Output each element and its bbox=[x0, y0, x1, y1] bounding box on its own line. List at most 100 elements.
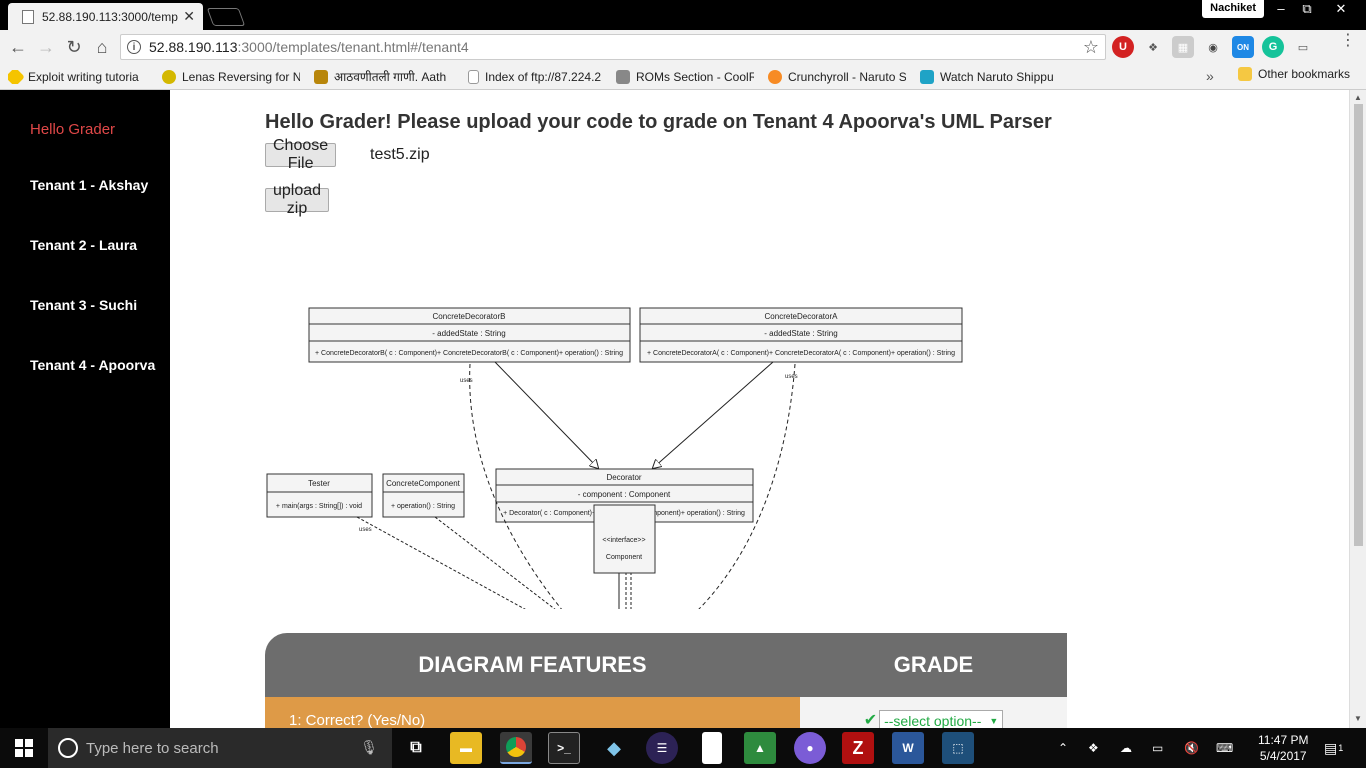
bookmark-favicon bbox=[616, 69, 630, 84]
grade-select[interactable]: --select option-- ▼ bbox=[879, 710, 1004, 728]
location-icon[interactable]: ◉ bbox=[1202, 36, 1224, 58]
browser-toolbar: ← → ↻ ⌂ i 52.88.190.113 :3000/templates/… bbox=[0, 30, 1366, 64]
uml-class-attrs: - component : Component bbox=[578, 490, 671, 499]
chrome-menu-icon[interactable]: ⋮ bbox=[1340, 32, 1356, 49]
taskbar-search[interactable]: Type here to search 🎙 bbox=[48, 728, 392, 768]
grade-cell: ✔ --select option-- ▼ bbox=[800, 697, 1067, 728]
back-icon[interactable]: ← bbox=[9, 36, 27, 57]
notepad-icon[interactable] bbox=[702, 732, 722, 764]
notification-icon[interactable]: ▤1 bbox=[1324, 739, 1344, 756]
new-tab-button[interactable] bbox=[206, 8, 246, 26]
tray-overflow-icon[interactable]: ⌃ bbox=[1058, 741, 1069, 755]
app-icon[interactable]: ⬚ bbox=[942, 732, 974, 764]
page-icon bbox=[468, 69, 479, 84]
uml-class-ops: + ConcreteDecoratorA( c : Component)+ Co… bbox=[647, 350, 955, 357]
column-header-features: DIAGRAM FEATURES bbox=[418, 652, 647, 677]
page-scrollbar[interactable]: ▲ ▼ bbox=[1349, 90, 1366, 728]
selected-file-name: test5.zip bbox=[370, 146, 430, 163]
bookmark-item[interactable]: आठवणीतली गाणी. Aath bbox=[314, 68, 454, 85]
bookmark-item[interactable]: Index of ftp://87.224.2 bbox=[468, 69, 602, 84]
uml-class-name: Decorator bbox=[606, 473, 641, 482]
folder-icon bbox=[1238, 67, 1252, 81]
uml-inheritance-edge bbox=[494, 361, 598, 468]
page-icon bbox=[22, 9, 34, 24]
profile-button[interactable]: Nachiket bbox=[1202, 0, 1264, 18]
dropbox-tray-icon[interactable]: ❖ bbox=[1088, 741, 1099, 755]
address-bar[interactable]: i 52.88.190.113 :3000/templates/tenant.h… bbox=[120, 34, 1106, 60]
bookmark-item[interactable]: Exploit writing tutoria bbox=[8, 69, 148, 84]
home-icon[interactable]: ⌂ bbox=[96, 36, 108, 57]
windows-taskbar: Type here to search 🎙 ⧉ ▬ >_ ◆ ☰ ▲ ● Z W… bbox=[0, 728, 1366, 768]
notification-count: 1 bbox=[1338, 743, 1344, 753]
bookmarks-overflow-icon[interactable]: » bbox=[1206, 68, 1214, 84]
forward-icon[interactable]: → bbox=[37, 36, 55, 57]
sidebar: Hello Grader Tenant 1 - Akshay Tenant 2 … bbox=[0, 90, 170, 728]
uml-class-concrete-component: ConcreteComponent + operation() : String bbox=[382, 473, 465, 518]
chrome-icon[interactable] bbox=[500, 732, 532, 764]
on-extension-icon[interactable]: ON bbox=[1232, 36, 1254, 58]
browser-titlebar: 52.88.190.113:3000/temp ✕ Nachiket – ⧉ ✕ bbox=[0, 0, 1366, 30]
info-icon[interactable]: i bbox=[127, 40, 141, 54]
system-clock[interactable]: 11:47 PM 5/4/2017 bbox=[1258, 732, 1308, 764]
sidebar-hello[interactable]: Hello Grader bbox=[30, 121, 116, 138]
minimize-icon[interactable]: – bbox=[1277, 1, 1285, 16]
bookmark-star-icon[interactable]: ☆ bbox=[1082, 37, 1099, 57]
uml-class-name: ConcreteComponent bbox=[386, 479, 461, 488]
uml-class-concrete-decorator-a: ConcreteDecoratorA - addedState : String… bbox=[639, 307, 963, 363]
uml-uses-label: uses bbox=[785, 374, 798, 380]
close-icon[interactable]: ✕ bbox=[183, 8, 195, 24]
bookmark-item[interactable]: ROMs Section - CoolR bbox=[616, 69, 754, 84]
window-close-icon[interactable]: ✕ bbox=[1335, 1, 1347, 16]
uml-inheritance-edge bbox=[653, 361, 774, 468]
scroll-up-icon[interactable]: ▲ bbox=[1354, 93, 1362, 102]
scroll-down-icon[interactable]: ▼ bbox=[1354, 714, 1362, 723]
upload-zip-button[interactable]: upload zip bbox=[265, 182, 330, 217]
choose-file-button[interactable]: Choose File bbox=[265, 137, 337, 172]
uml-interface-overlay: <<interface>> Component bbox=[593, 504, 656, 574]
bookmark-item[interactable]: Crunchyroll - Naruto S bbox=[768, 69, 906, 84]
bookmark-item[interactable]: Lenas Reversing for N bbox=[162, 69, 300, 84]
windows-start-icon[interactable] bbox=[0, 728, 48, 768]
github-icon[interactable]: ● bbox=[794, 732, 826, 764]
uml-class-name: Component bbox=[606, 554, 642, 561]
reload-icon[interactable]: ↻ bbox=[66, 36, 82, 57]
volume-mute-icon[interactable]: 🔇 bbox=[1184, 741, 1199, 755]
uml-stereotype: <<interface>> bbox=[602, 537, 645, 544]
url-host: 52.88.190.113 bbox=[149, 39, 238, 55]
extension-icons: U ❖ ▦ ◉ ON G ▭ bbox=[1112, 36, 1314, 58]
file-explorer-icon[interactable]: ▬ bbox=[450, 732, 482, 764]
uml-class-ops: + main(args : String[]) : void bbox=[276, 503, 362, 510]
grammarly-icon[interactable]: G bbox=[1262, 36, 1284, 58]
clock-date: 5/4/2017 bbox=[1259, 749, 1307, 763]
chat-extension-icon[interactable]: ▭ bbox=[1292, 36, 1314, 58]
keyboard-icon[interactable]: ⌨ bbox=[1216, 741, 1234, 755]
uml-diagram: ConcreteDecoratorB - addedState : String… bbox=[266, 307, 963, 609]
dropbox-icon[interactable]: ❖ bbox=[1142, 36, 1164, 58]
eclipse-icon[interactable]: ☰ bbox=[646, 732, 678, 764]
ublock-icon[interactable]: U bbox=[1112, 36, 1134, 58]
filezilla-icon[interactable]: Z bbox=[842, 732, 874, 764]
app-icon[interactable]: ◆ bbox=[607, 737, 621, 758]
task-view-icon[interactable]: ⧉ bbox=[410, 739, 422, 756]
terminal-icon[interactable]: >_ bbox=[548, 732, 580, 764]
restore-icon[interactable]: ⧉ bbox=[1302, 1, 1312, 16]
uml-uses-label: uses bbox=[460, 378, 473, 384]
search-placeholder: Type here to search bbox=[86, 739, 219, 757]
word-icon[interactable]: W bbox=[892, 732, 924, 764]
other-bookmarks[interactable]: Other bookmarks bbox=[1238, 67, 1350, 81]
sidebar-item-tenant4[interactable]: Tenant 4 - Apoorva bbox=[30, 357, 156, 373]
sidebar-item-tenant3[interactable]: Tenant 3 - Suchi bbox=[30, 297, 138, 313]
uml-class-name: ConcreteDecoratorB bbox=[433, 312, 506, 321]
battery-icon[interactable]: ▭ bbox=[1152, 741, 1164, 755]
sidebar-item-tenant2[interactable]: Tenant 2 - Laura bbox=[30, 237, 138, 253]
grid-extension-icon[interactable]: ▦ bbox=[1172, 36, 1194, 58]
browser-tab[interactable]: 52.88.190.113:3000/temp ✕ bbox=[8, 3, 203, 30]
tab-title: 52.88.190.113:3000/temp bbox=[42, 9, 178, 24]
onedrive-icon[interactable]: ☁ bbox=[1120, 741, 1132, 755]
table-row: 1: Correct? (Yes/No) ✔ --select option--… bbox=[265, 697, 1067, 728]
sidebar-item-tenant1[interactable]: Tenant 1 - Akshay bbox=[30, 177, 149, 193]
chart-app-icon[interactable]: ▲ bbox=[744, 732, 776, 764]
scrollbar-thumb[interactable] bbox=[1354, 104, 1363, 546]
bookmark-item[interactable]: Watch Naruto Shippu bbox=[920, 69, 1056, 84]
microphone-icon[interactable]: 🎙 bbox=[360, 739, 378, 755]
